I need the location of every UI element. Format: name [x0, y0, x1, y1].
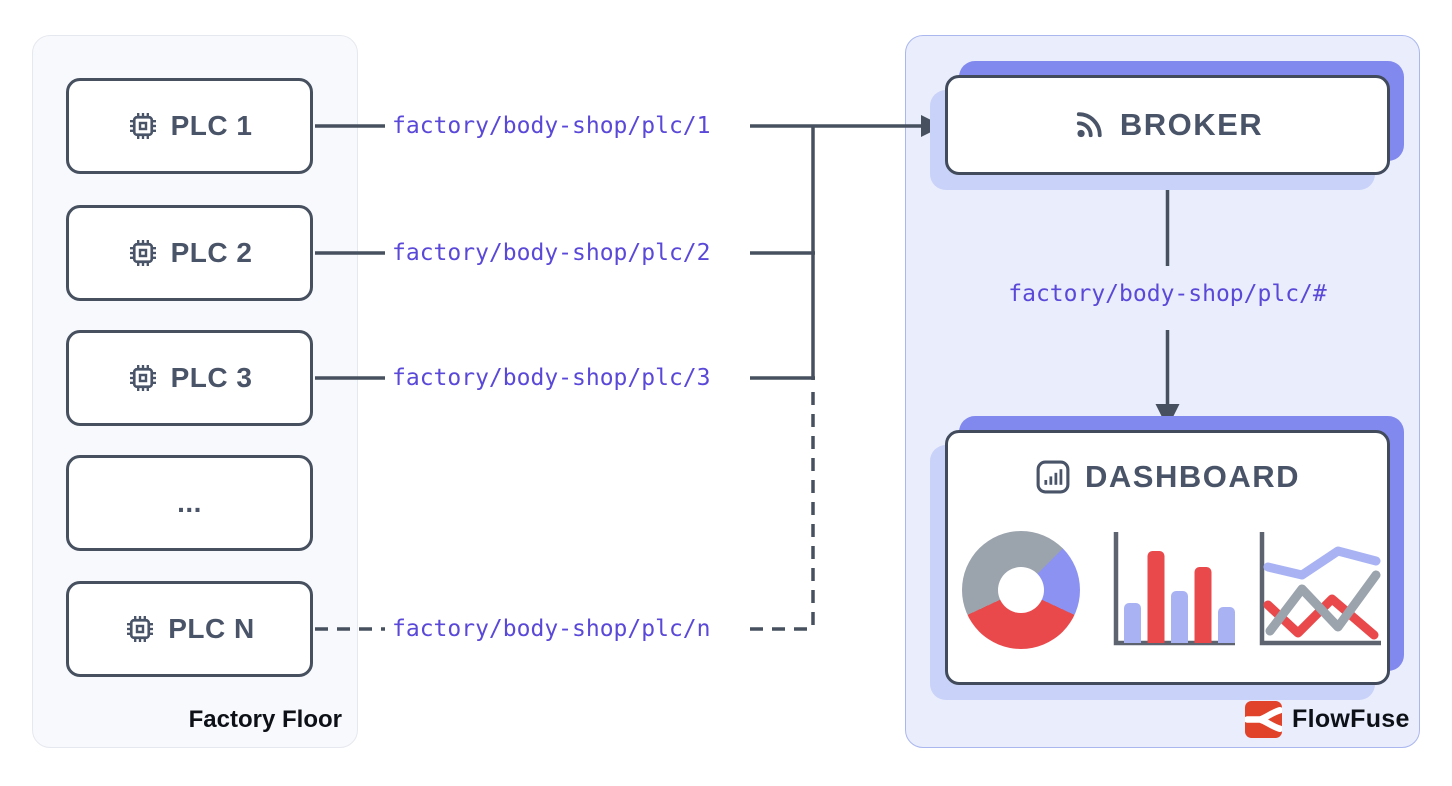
cpu-icon	[127, 615, 154, 643]
rss-icon	[1076, 112, 1102, 138]
chart-axis	[1259, 532, 1381, 646]
donut-chart	[962, 531, 1080, 649]
bar	[1171, 591, 1188, 643]
plc-box: PLC N	[66, 581, 313, 677]
topic-label: factory/body-shop/plc/2	[392, 240, 711, 266]
topic-label: factory/body-shop/plc/3	[392, 365, 711, 391]
subscription-topic-label: factory/body-shop/plc/#	[1008, 281, 1327, 307]
bar	[1124, 603, 1141, 643]
line-chart	[1259, 532, 1381, 646]
flowfuse-icon	[1245, 701, 1282, 738]
bar	[1218, 607, 1235, 643]
plc-box: PLC 1	[66, 78, 313, 174]
plc-box: PLC 2	[66, 205, 313, 301]
broker-label: BROKER	[1119, 107, 1264, 142]
line-series	[1265, 570, 1381, 636]
factory-floor-label: Factory Floor	[188, 706, 342, 733]
topic-label: factory/body-shop/plc/1	[392, 113, 711, 139]
cpu-icon	[129, 364, 156, 392]
line-series	[1263, 546, 1381, 580]
bar-chart-icon	[1036, 460, 1070, 494]
broker-box: BROKER	[945, 75, 1390, 175]
plc-label: PLC 1	[170, 110, 253, 141]
topic-label: factory/body-shop/plc/n	[392, 616, 711, 642]
cpu-icon	[129, 239, 156, 267]
plc-label: PLC 2	[170, 237, 253, 268]
plc-label: PLC 3	[170, 362, 253, 393]
dashboard-card: DASHBOARD	[930, 416, 1404, 700]
flowfuse-name: FlowFuse	[1292, 705, 1410, 733]
cpu-icon	[129, 112, 156, 140]
bar	[1194, 567, 1212, 643]
bar	[1147, 551, 1165, 643]
plc-box: PLC 3	[66, 330, 313, 426]
dashboard-label: DASHBOARD	[1085, 459, 1300, 494]
flowfuse-logo: FlowFuse	[1245, 701, 1410, 738]
dashboard-box: DASHBOARD	[945, 430, 1390, 685]
plc-label: ...	[177, 487, 202, 518]
bar-chart	[1113, 532, 1235, 646]
plc-box: ...	[66, 455, 313, 551]
plc-label: PLC N	[168, 613, 255, 644]
donut-hole	[998, 567, 1044, 613]
broker-card: BROKER	[930, 61, 1404, 190]
